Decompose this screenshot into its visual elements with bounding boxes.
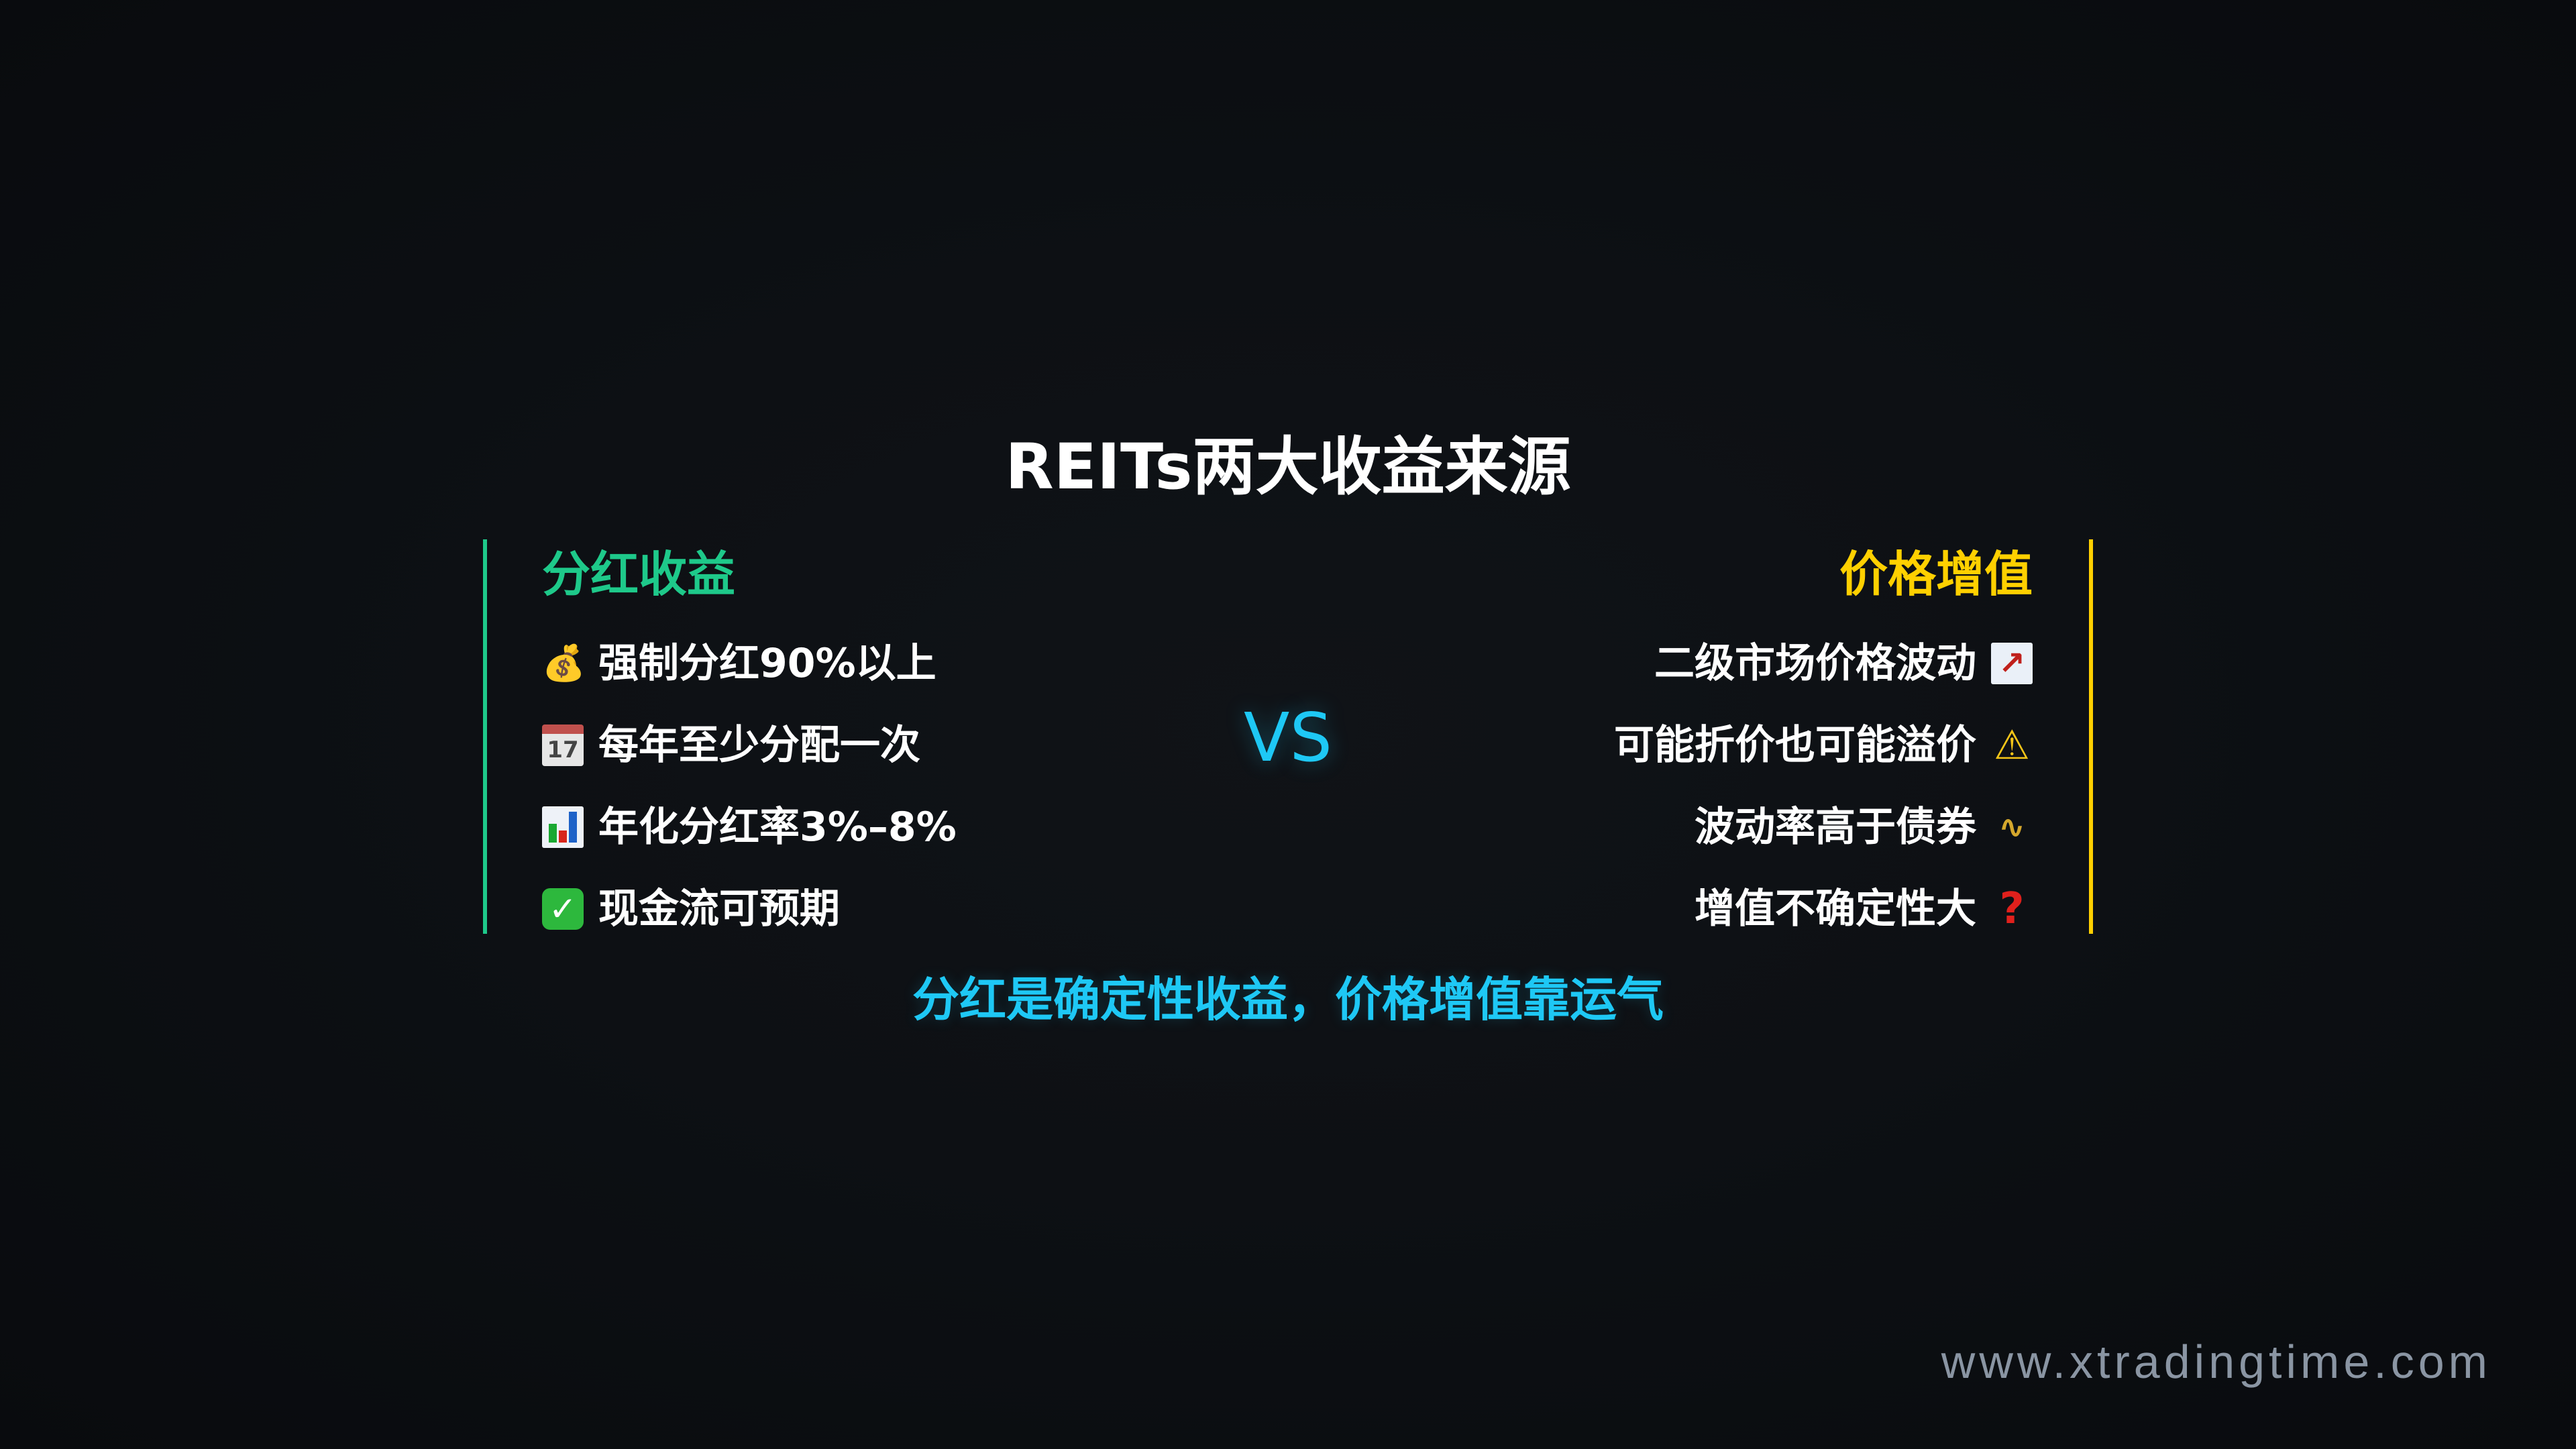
list-item-text: 波动率高于债券 (1695, 804, 1976, 851)
calendar-icon: 17 (542, 724, 584, 766)
list-item: 增值不确定性大 ? (1489, 868, 2033, 950)
list-item: 波动率高于债券 ∿ (1489, 786, 2033, 868)
list-item: 二级市场价格波动 ↗ (1489, 623, 2033, 704)
list-item: 可能折价也可能溢价 ⚠ (1489, 704, 2033, 786)
list-item-text: 强制分红90%以上 (598, 640, 936, 687)
summary-caption: 分红是确定性收益，价格增值靠运气 (912, 972, 1664, 1027)
list-item: ✓ 现金流可预期 (542, 868, 1087, 950)
vs-label: VS (1244, 698, 1332, 777)
money-bag-icon: 💰 (542, 643, 586, 684)
price-appreciation-heading: 价格增值 (1839, 546, 2033, 602)
watermark-url: www.xtradingtime.com (1941, 1336, 2491, 1388)
list-item: 年化分红率3%–8% (542, 786, 1087, 868)
list-item-text: 每年至少分配一次 (598, 722, 920, 769)
list-item-text: 可能折价也可能溢价 (1614, 722, 1976, 769)
dividend-income-panel: 分红收益 💰 强制分红90%以上 17 每年至少分配一次 年化分红率3%–8% … (483, 539, 1087, 934)
warning-icon: ⚠ (1994, 722, 2030, 769)
question-mark-icon: ? (1999, 884, 2025, 934)
list-item-text: 年化分红率3%–8% (598, 804, 957, 851)
dividend-income-heading: 分红收益 (542, 546, 736, 602)
check-mark-icon: ✓ (542, 888, 584, 930)
price-appreciation-panel: 价格增值 二级市场价格波动 ↗ 可能折价也可能溢价 ⚠ 波动率高于债券 ∿ 增值… (1489, 539, 2093, 934)
list-item-text: 增值不确定性大 (1695, 885, 1976, 932)
list-item: 💰 强制分红90%以上 (542, 623, 1087, 704)
list-item-text: 二级市场价格波动 (1654, 640, 1976, 687)
slide-title: REITs两大收益来源 (1005, 431, 1571, 504)
list-item: 17 每年至少分配一次 (542, 704, 1087, 786)
chart-increasing-icon: ↗ (1991, 643, 2033, 684)
bar-chart-icon (542, 806, 584, 848)
roller-coaster-icon: ∿ (1998, 808, 2026, 846)
list-item-text: 现金流可预期 (598, 885, 840, 932)
